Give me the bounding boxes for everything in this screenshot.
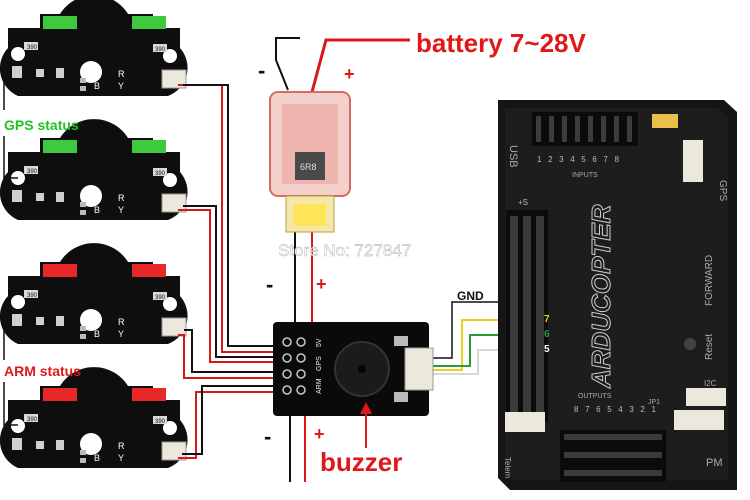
- jst-connector: [161, 317, 187, 337]
- jst-connector: [161, 193, 187, 213]
- input-numbers: 1 2 3 4 5 6 7 8: [537, 155, 621, 164]
- pin-g: G: [94, 317, 101, 327]
- pin-b: B: [94, 453, 100, 463]
- battery-minus: -: [258, 58, 265, 83]
- pin-label-arm: ARM: [316, 378, 323, 394]
- buzzer-minus: -: [264, 424, 271, 449]
- jst-connector: [161, 69, 187, 89]
- led-board-gps-1: 390 390 G R B Y: [0, 0, 188, 96]
- resistor-label: 390: [27, 417, 38, 423]
- gps-port: [683, 140, 703, 182]
- regulator-minus: -: [266, 272, 273, 297]
- inductor: [295, 152, 325, 180]
- status-brackets: [3, 81, 22, 426]
- buzzer-arrow: [360, 402, 372, 448]
- led-green-left: [43, 140, 77, 153]
- led-board-arm-1: 390 390 G R B Y: [0, 243, 188, 344]
- jst-connector: [161, 441, 187, 461]
- buzzer-plus: +: [314, 424, 325, 444]
- inputs-label: INPUTS: [572, 172, 598, 179]
- resistor-label: 390: [27, 169, 38, 175]
- pin-y: Y: [118, 453, 124, 463]
- led-green-right: [132, 16, 166, 29]
- led-green-left: [43, 16, 77, 29]
- resistor-label: 390: [155, 171, 166, 177]
- pin-r: R: [118, 441, 125, 451]
- pin-r: R: [118, 317, 125, 327]
- buzzer-label: buzzer: [320, 447, 402, 477]
- resistor-label: 390: [27, 293, 38, 299]
- store-watermark: Store No: 727847: [278, 241, 411, 260]
- led-red-right: [132, 264, 166, 277]
- resistor-label: 390: [27, 45, 38, 51]
- arm-status-label: ARM status: [4, 363, 81, 379]
- gps-status-label: GPS status: [4, 117, 79, 133]
- led-red-left: [43, 388, 77, 401]
- pin-y: Y: [118, 205, 124, 215]
- inductor-label: 6R8: [300, 162, 317, 172]
- pin-label-gps: GPS: [316, 356, 323, 371]
- gnd-label: GND: [457, 289, 484, 303]
- voltage-regulator: 6R8: [269, 91, 351, 233]
- pin-y: Y: [118, 81, 124, 91]
- led-red-left: [43, 264, 77, 277]
- led-board-gps-2: 390 390 G R B Y: [0, 119, 188, 220]
- led-green-right: [132, 140, 166, 153]
- resistor-label: 390: [155, 295, 166, 301]
- led-red-right: [132, 388, 166, 401]
- battery-plus: +: [344, 64, 355, 84]
- telem-label: Telem: [503, 457, 512, 479]
- pin-b: B: [94, 329, 100, 339]
- arducopter-logo: ARDUCOPTER: [586, 204, 616, 389]
- reset-label: Reset: [704, 334, 715, 360]
- pin-6: 6: [544, 329, 550, 340]
- pin-r: R: [118, 69, 125, 79]
- servo-rail-pins: [510, 216, 544, 416]
- pin-y: Y: [118, 329, 124, 339]
- pin-g: G: [94, 193, 101, 203]
- pm-label: PM: [706, 457, 723, 469]
- usb-label: USB: [507, 145, 519, 168]
- buzzer-board: 5V GPS ARM: [273, 322, 434, 416]
- output-connector: [404, 347, 434, 391]
- input-pins: [536, 116, 632, 142]
- output-pins: [564, 434, 662, 476]
- i2c-label: I2C: [704, 379, 717, 388]
- pin-7: 7: [544, 314, 550, 325]
- reset-button: [684, 338, 696, 350]
- pin-5: 5: [544, 344, 550, 355]
- flight-controller: 1 2 3 4 5 6 7 8 INPUTS USB GPS +S 7 6 5 …: [498, 100, 737, 490]
- led-board-arm-2: 390 390 G R B Y: [0, 367, 188, 468]
- header-pins: [282, 337, 306, 395]
- pin-r: R: [118, 193, 125, 203]
- pin-b: B: [94, 81, 100, 91]
- pin-b: B: [94, 205, 100, 215]
- rail-label: +S: [518, 198, 528, 207]
- regulator-plus: +: [316, 274, 327, 294]
- gps-port-label: GPS: [717, 180, 728, 201]
- pin-g: G: [94, 69, 101, 79]
- forward-label: FORWARD: [704, 255, 715, 306]
- pin-g: G: [94, 441, 101, 451]
- jp1-label: JP1: [648, 399, 660, 406]
- battery-label: battery 7~28V: [416, 28, 586, 58]
- pin-label-5v: 5V: [316, 338, 323, 347]
- output-numbers: 8 7 6 5 4 3 2 1: [574, 405, 658, 414]
- resistor-label: 390: [155, 419, 166, 425]
- resistor-label: 390: [155, 47, 166, 53]
- outputs-label: OUTPUTS: [578, 393, 612, 400]
- i2c-port: [686, 388, 726, 406]
